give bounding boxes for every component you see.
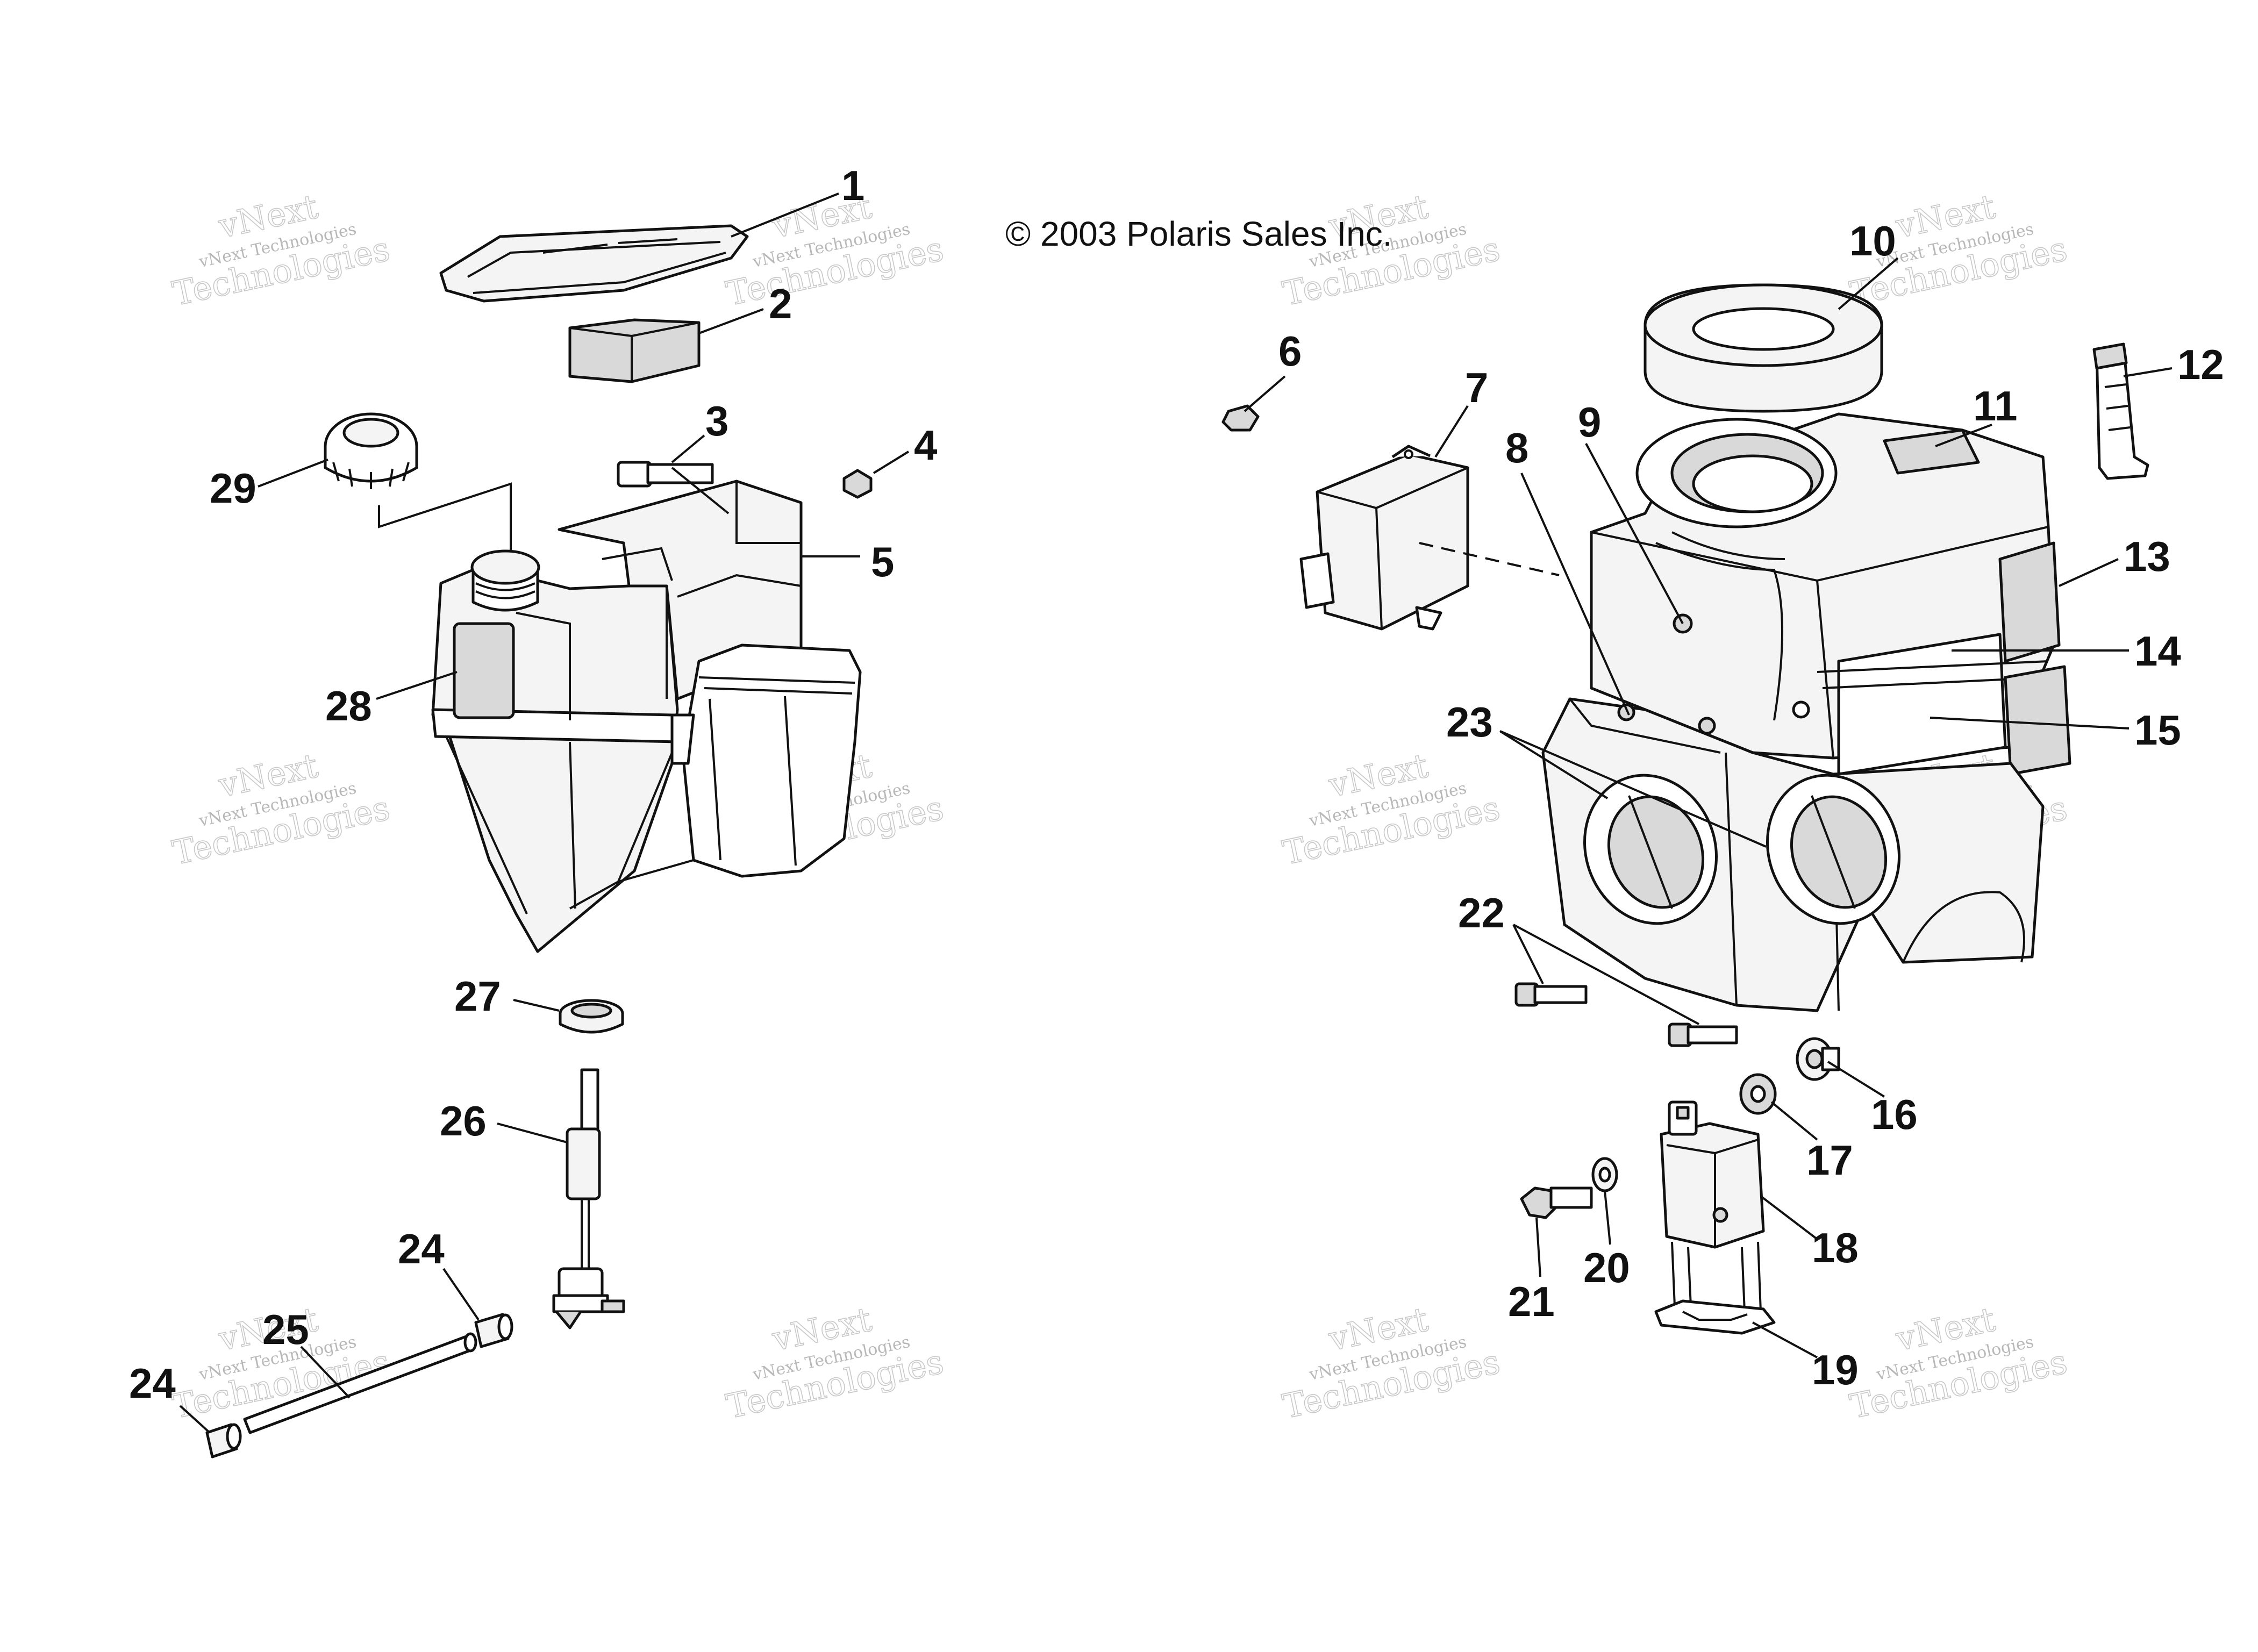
callout-29: 29 <box>210 464 256 512</box>
part-29-filler-cap <box>324 412 418 489</box>
part-24-clamp-right <box>474 1313 513 1348</box>
part-24-clamp-left <box>205 1423 242 1458</box>
part-21-bolt <box>1520 1186 1593 1219</box>
part-28-oil-tank <box>431 549 679 953</box>
callout-26: 26 <box>440 1097 487 1145</box>
part-18-ignition-coil <box>1660 1100 1765 1249</box>
copyright-notice: © 2003 Polaris Sales Inc. <box>1005 214 1392 253</box>
callout-12: 12 <box>2177 341 2224 388</box>
part-17-spacer <box>1739 1073 1777 1115</box>
callout-20: 20 <box>1583 1244 1630 1291</box>
callout-6: 6 <box>1278 327 1302 375</box>
callout-9: 9 <box>1578 398 1601 446</box>
callout-25: 25 <box>262 1306 309 1353</box>
callout-5: 5 <box>871 538 894 585</box>
callout-24-left: 24 <box>129 1360 176 1407</box>
part-4-nut <box>842 469 873 499</box>
part-27-grommet <box>559 999 624 1034</box>
callout-19: 19 <box>1812 1346 1859 1393</box>
callout-2: 2 <box>769 280 792 327</box>
callout-21: 21 <box>1508 1278 1555 1325</box>
part-26-pickup-tube <box>552 1068 625 1329</box>
part-2-foam-block <box>568 318 701 383</box>
callout-13: 13 <box>2124 533 2170 580</box>
oil-tank-assembly <box>205 224 873 1458</box>
part-16-grommet <box>1796 1037 1840 1081</box>
callout-3: 3 <box>705 397 728 445</box>
callout-7: 7 <box>1465 364 1488 411</box>
part-12-clip <box>2092 342 2149 480</box>
part-19-coil-bracket <box>1654 1241 1776 1335</box>
part-1-cover <box>439 224 749 303</box>
callout-10: 10 <box>1849 217 1896 264</box>
part-6-screw <box>1221 404 1260 432</box>
callout-27: 27 <box>454 972 501 1020</box>
oil-reservoir-body <box>569 643 862 910</box>
callout-18: 18 <box>1812 1224 1859 1271</box>
callout-28: 28 <box>325 682 372 730</box>
cdi-dashed-link <box>1419 542 1560 576</box>
part-22-bolt-a <box>1514 982 1588 1007</box>
callout-1: 1 <box>841 162 864 209</box>
part-20-washer <box>1591 1157 1618 1192</box>
callout-15: 15 <box>2134 706 2181 754</box>
callout-16: 16 <box>1871 1091 1918 1138</box>
callout-23: 23 <box>1446 698 1493 746</box>
airbox-assembly <box>1221 283 2149 1335</box>
callout-8: 8 <box>1505 424 1528 471</box>
callout-11: 11 <box>1973 382 2017 430</box>
part-10-filter-ring <box>1644 283 1883 413</box>
callout-labels: 1 2 3 4 5 6 7 8 9 10 11 12 13 14 15 16 1… <box>129 162 2224 1407</box>
part-22-bolt-b <box>1668 1022 1738 1047</box>
airbox-housing <box>1541 412 2071 1012</box>
part-25-hose <box>243 1332 477 1434</box>
part-7-cdi-module <box>1299 445 1469 631</box>
callout-4: 4 <box>914 421 937 469</box>
callout-24-right: 24 <box>398 1225 445 1272</box>
leader-lines <box>179 192 2173 1434</box>
callout-17: 17 <box>1806 1136 1853 1184</box>
callout-22: 22 <box>1458 889 1505 936</box>
callout-14: 14 <box>2134 627 2181 675</box>
part-3-bolt <box>617 461 714 488</box>
